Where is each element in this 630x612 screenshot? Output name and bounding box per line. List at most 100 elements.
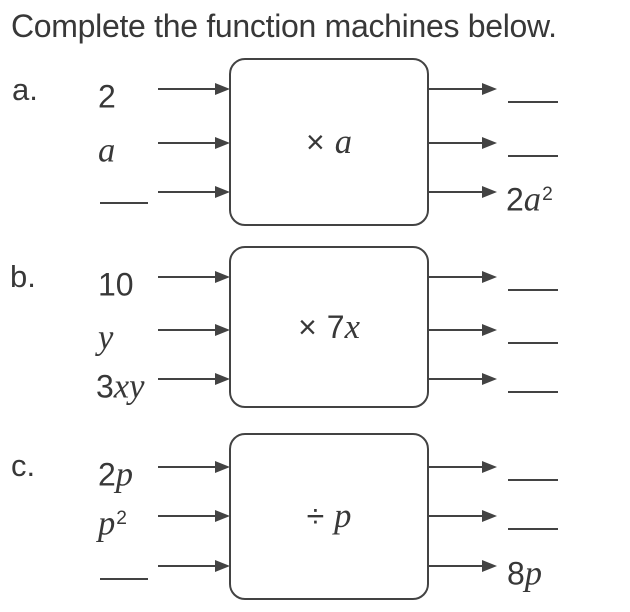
arrow-shaft <box>429 191 484 193</box>
arrow-head <box>215 137 230 149</box>
arrow-shaft <box>429 88 484 90</box>
input-variable: p <box>98 504 116 543</box>
output-arrow <box>429 560 497 572</box>
function-machine-box: ×a <box>229 58 429 226</box>
arrow-head <box>215 186 230 198</box>
output-variable: p <box>524 554 543 593</box>
page-title: Complete the function machines below. <box>11 8 557 44</box>
arrow-shaft <box>429 329 484 331</box>
arrow-head <box>215 324 230 336</box>
arrow-shaft <box>429 276 484 278</box>
arrow-head <box>215 271 230 283</box>
arrow-shaft <box>158 515 217 517</box>
input-number: 3 <box>96 368 114 405</box>
arrow-head <box>482 83 497 95</box>
arrow-head <box>482 373 497 385</box>
arrow-shaft <box>158 191 217 193</box>
output-arrow <box>429 373 497 385</box>
output-arrow <box>429 83 497 95</box>
arrow-shaft <box>429 515 484 517</box>
operator-sign: × <box>306 123 325 160</box>
input-value: 2p <box>98 450 134 494</box>
answer-blank[interactable] <box>508 289 558 291</box>
answer-blank[interactable] <box>508 342 558 344</box>
arrow-shaft <box>158 276 217 278</box>
arrow-shaft <box>429 565 484 567</box>
function-machine-box: ÷p <box>229 433 429 600</box>
arrow-head <box>482 510 497 522</box>
input-value: y <box>98 313 114 357</box>
arrow-head <box>215 83 230 95</box>
function-machine-box: ×7x <box>229 246 429 408</box>
input-arrow <box>158 271 230 283</box>
input-value: a <box>98 126 116 170</box>
input-arrow <box>158 137 230 149</box>
arrow-shaft <box>429 466 484 468</box>
input-value: 3xy <box>96 362 145 406</box>
rule-number: 7 <box>326 308 345 345</box>
arrow-shaft <box>158 329 217 331</box>
operator-sign: ÷ <box>306 498 325 534</box>
output-variable: a <box>523 180 542 219</box>
machine-label: a. <box>12 72 38 107</box>
output-value: 2a2 <box>506 175 553 219</box>
output-arrow <box>429 271 497 283</box>
output-arrow <box>429 324 497 336</box>
operator-sign: × <box>298 308 317 345</box>
arrow-head <box>482 186 497 198</box>
machine-rule: ÷p <box>307 497 352 536</box>
answer-blank[interactable] <box>508 479 558 481</box>
input-variable: p <box>115 455 134 494</box>
arrow-head <box>215 510 230 522</box>
arrow-shaft <box>429 142 484 144</box>
input-value: 2 <box>98 72 117 115</box>
arrow-head <box>482 560 497 572</box>
machine-rule: ×a <box>306 123 352 162</box>
input-variable: y <box>98 318 114 357</box>
input-variable: a <box>98 131 116 170</box>
arrow-head <box>482 271 497 283</box>
rule-variable: a <box>334 122 352 161</box>
answer-blank[interactable] <box>508 155 558 157</box>
machine-label: c. <box>11 448 36 483</box>
arrow-head <box>482 461 497 473</box>
arrow-shaft <box>429 378 484 380</box>
output-number: 8 <box>507 555 525 592</box>
input-arrow <box>158 83 230 95</box>
input-exponent: 2 <box>116 508 127 529</box>
input-arrow <box>158 560 230 572</box>
input-arrow <box>158 510 230 522</box>
arrow-shaft <box>158 142 217 144</box>
input-arrow <box>158 186 230 198</box>
arrow-shaft <box>158 466 217 468</box>
answer-blank[interactable] <box>508 528 558 530</box>
arrow-head <box>482 324 497 336</box>
input-arrow <box>158 373 230 385</box>
arrow-head <box>215 461 230 473</box>
answer-blank[interactable] <box>100 578 148 580</box>
output-exponent: 2 <box>542 184 553 205</box>
answer-blank[interactable] <box>508 391 558 393</box>
input-variable: xy <box>113 367 145 406</box>
output-arrow <box>429 186 497 198</box>
input-arrow <box>158 324 230 336</box>
output-value: 8p <box>507 549 543 593</box>
output-number: 2 <box>506 181 524 218</box>
arrow-shaft <box>158 88 217 90</box>
output-arrow <box>429 510 497 522</box>
answer-blank[interactable] <box>508 101 558 103</box>
input-number: 2 <box>98 456 116 493</box>
input-arrow <box>158 461 230 473</box>
arrow-shaft <box>158 565 217 567</box>
rule-variable: x <box>344 307 360 346</box>
input-value: 10 <box>98 260 135 303</box>
rule-variable: p <box>334 497 352 535</box>
arrow-head <box>482 137 497 149</box>
output-arrow <box>429 461 497 473</box>
machine-rule: ×7x <box>298 308 360 347</box>
input-number: 10 <box>98 266 134 303</box>
input-number: 2 <box>98 78 116 115</box>
answer-blank[interactable] <box>100 202 148 204</box>
arrow-head <box>215 373 230 385</box>
